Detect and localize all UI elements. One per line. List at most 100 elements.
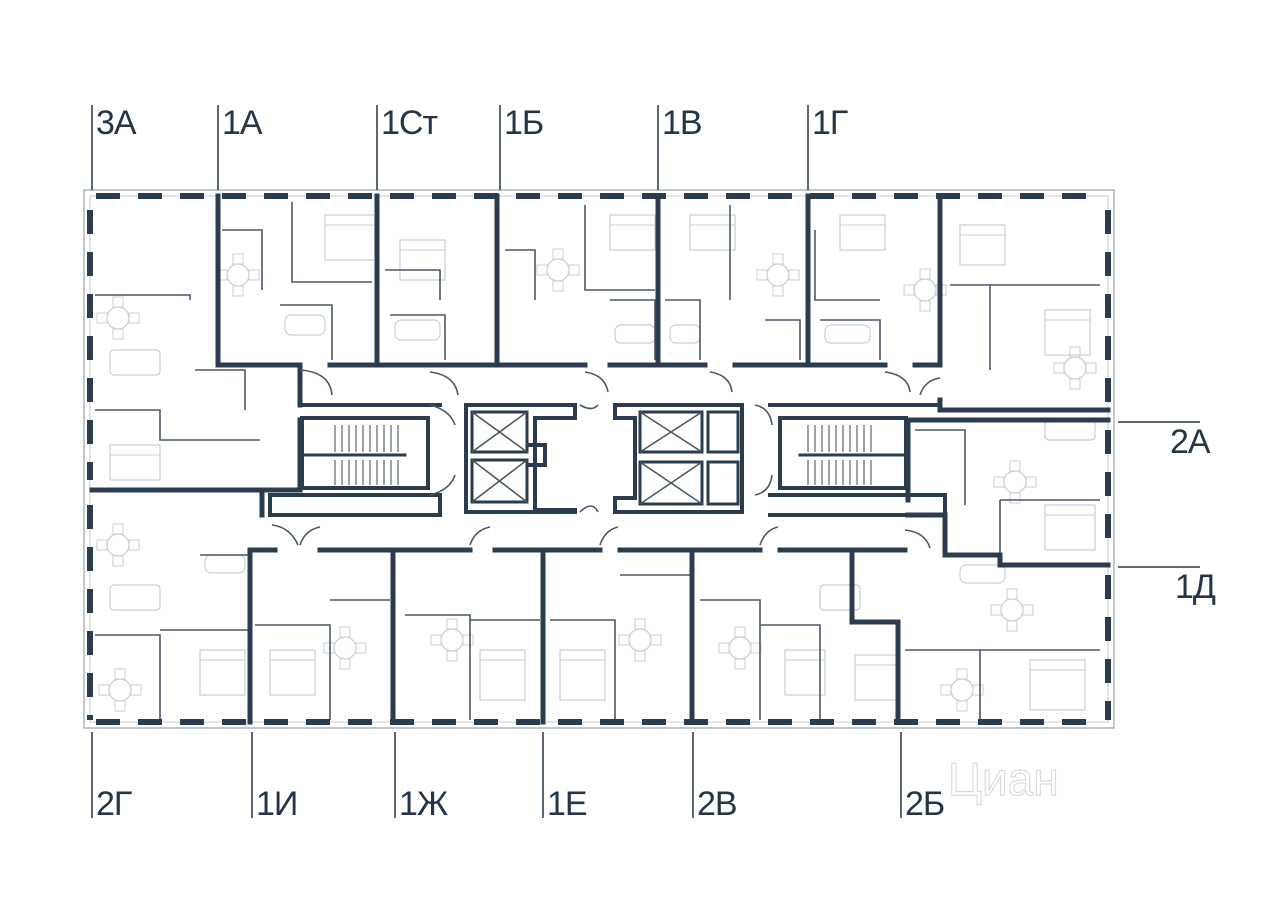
chair	[618, 634, 630, 646]
chair	[956, 700, 968, 712]
window-strips	[87, 193, 1111, 725]
chair	[919, 300, 931, 312]
unit-label-right-1: 2А	[1170, 423, 1211, 461]
dining-table	[1000, 598, 1024, 622]
chair	[788, 269, 800, 281]
chair	[1053, 362, 1065, 374]
dining-table	[950, 678, 974, 702]
chair	[128, 539, 140, 551]
dining-table	[1063, 356, 1087, 380]
chair	[446, 650, 458, 662]
chair	[112, 296, 124, 308]
left-elevators	[464, 403, 577, 514]
left-stairwell	[300, 416, 430, 490]
apartment-walls	[89, 193, 1111, 725]
sofa	[109, 584, 161, 611]
chair	[323, 642, 335, 654]
dining-table	[333, 636, 357, 660]
chair	[430, 634, 442, 646]
chair	[940, 684, 952, 696]
dining-table	[728, 636, 752, 660]
chair	[568, 264, 580, 276]
bed	[609, 214, 656, 251]
dining-table	[628, 628, 652, 652]
bed	[399, 239, 446, 281]
chair	[128, 312, 140, 324]
unit-label-bottom-3: 1Ж	[399, 785, 448, 823]
unit-label-top-2: 1А	[222, 104, 263, 142]
bed	[324, 214, 376, 261]
right-elevators	[613, 403, 744, 514]
unit-labels: 3А 1А 1Ст 1Б 1В 1Г 2А 1Д 2Г 1И 1Ж 1Е 2В …	[96, 104, 1217, 823]
chair	[96, 312, 108, 324]
unit-label-right-2: 1Д	[1175, 568, 1216, 606]
chair	[919, 268, 931, 280]
chair	[750, 642, 762, 654]
chair	[339, 626, 351, 638]
chair	[1022, 604, 1034, 616]
chair	[1009, 460, 1021, 472]
bathtub	[204, 554, 246, 574]
bed	[109, 444, 161, 481]
chair	[734, 658, 746, 670]
unit-label-bottom-1: 2Г	[96, 785, 132, 823]
chair	[248, 269, 260, 281]
bed	[839, 214, 886, 251]
chair	[634, 650, 646, 662]
chair	[536, 264, 548, 276]
bed	[1044, 504, 1096, 551]
bed	[199, 649, 246, 696]
unit-label-bottom-2: 1И	[256, 785, 297, 823]
chair	[1009, 492, 1021, 504]
bed	[689, 214, 736, 251]
chair	[355, 642, 367, 654]
unit-label-top-3: 1Ст	[381, 104, 437, 142]
chair	[990, 604, 1002, 616]
bed	[854, 654, 901, 701]
dining-table	[440, 628, 464, 652]
chair	[232, 253, 244, 265]
unit-label-top-1: 3А	[96, 104, 137, 142]
right-stairwell	[778, 416, 908, 490]
chair	[339, 658, 351, 670]
dining-table	[913, 278, 937, 302]
chair	[98, 684, 110, 696]
chair	[112, 523, 124, 535]
building-outline	[83, 189, 1115, 729]
bathtub	[394, 319, 441, 341]
dining-table	[226, 263, 250, 287]
bed	[269, 649, 316, 696]
chair	[446, 618, 458, 630]
chair	[1006, 588, 1018, 600]
dining-table	[1003, 470, 1027, 494]
unit-label-top-6: 1Г	[812, 104, 848, 142]
chair	[1069, 346, 1081, 358]
unit-label-bottom-6: 2Б	[905, 785, 944, 823]
bed	[784, 649, 826, 696]
chair	[130, 684, 142, 696]
chair	[772, 285, 784, 297]
chair	[1006, 620, 1018, 632]
chair	[1069, 378, 1081, 390]
door-swings	[271, 369, 941, 549]
unit-label-bottom-4: 1Е	[547, 785, 587, 823]
chair	[552, 248, 564, 260]
chair	[112, 555, 124, 567]
chair	[972, 684, 984, 696]
chair	[114, 668, 126, 680]
dining-table	[108, 678, 132, 702]
watermark: Циан	[948, 753, 1059, 805]
chair	[993, 476, 1005, 488]
sofa	[109, 349, 161, 376]
chair	[232, 285, 244, 297]
unit-label-top-5: 1В	[662, 104, 702, 142]
chair	[1085, 362, 1097, 374]
bathtub	[959, 564, 1006, 584]
sofa	[1044, 419, 1096, 441]
chair	[718, 642, 730, 654]
bathtub	[824, 324, 871, 344]
chair	[903, 284, 915, 296]
chair	[634, 618, 646, 630]
bed	[479, 649, 526, 701]
